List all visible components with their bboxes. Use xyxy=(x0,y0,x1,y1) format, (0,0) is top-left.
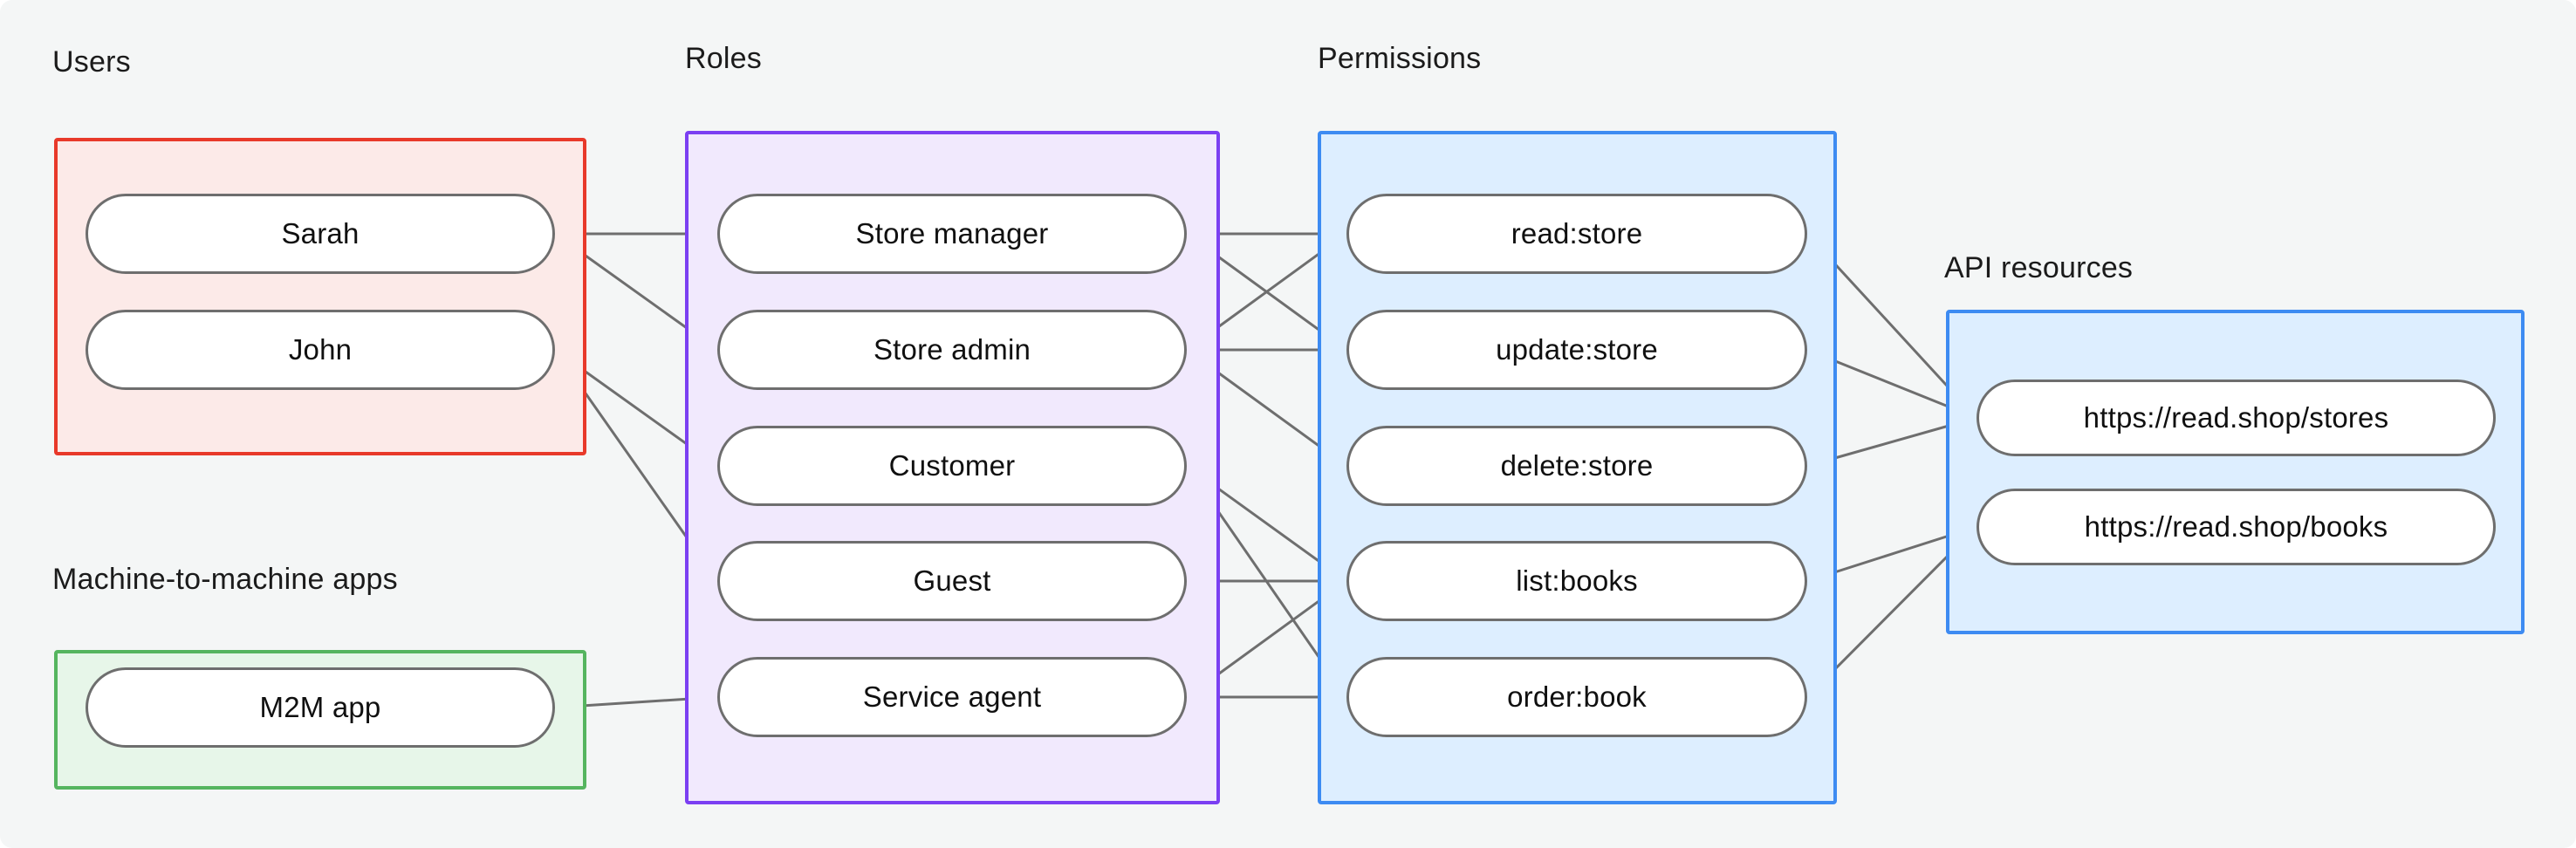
node-apibooks[interactable]: https://read.shop/books xyxy=(1977,489,2496,565)
group-box-users xyxy=(54,138,586,455)
node-storemanager[interactable]: Store manager xyxy=(717,194,1187,274)
node-readstore[interactable]: read:store xyxy=(1346,194,1807,274)
node-orderbook[interactable]: order:book xyxy=(1346,657,1807,737)
group-label-api: API resources xyxy=(1944,251,2134,284)
node-customer[interactable]: Customer xyxy=(717,426,1187,506)
node-sarah[interactable]: Sarah xyxy=(86,194,555,274)
node-deletestore[interactable]: delete:store xyxy=(1346,426,1807,506)
node-m2mapp[interactable]: M2M app xyxy=(86,667,555,748)
group-label-m2m: Machine-to-machine apps xyxy=(52,563,398,596)
group-label-users: Users xyxy=(52,45,131,79)
node-john[interactable]: John xyxy=(86,310,555,390)
group-box-api xyxy=(1946,310,2525,634)
node-listbooks[interactable]: list:books xyxy=(1346,541,1807,621)
node-serviceagent[interactable]: Service agent xyxy=(717,657,1187,737)
group-label-permissions: Permissions xyxy=(1318,42,1482,75)
node-apistores[interactable]: https://read.shop/stores xyxy=(1977,380,2496,456)
group-label-roles: Roles xyxy=(685,42,762,75)
node-guest[interactable]: Guest xyxy=(717,541,1187,621)
node-updatestore[interactable]: update:store xyxy=(1346,310,1807,390)
node-storeadmin[interactable]: Store admin xyxy=(717,310,1187,390)
